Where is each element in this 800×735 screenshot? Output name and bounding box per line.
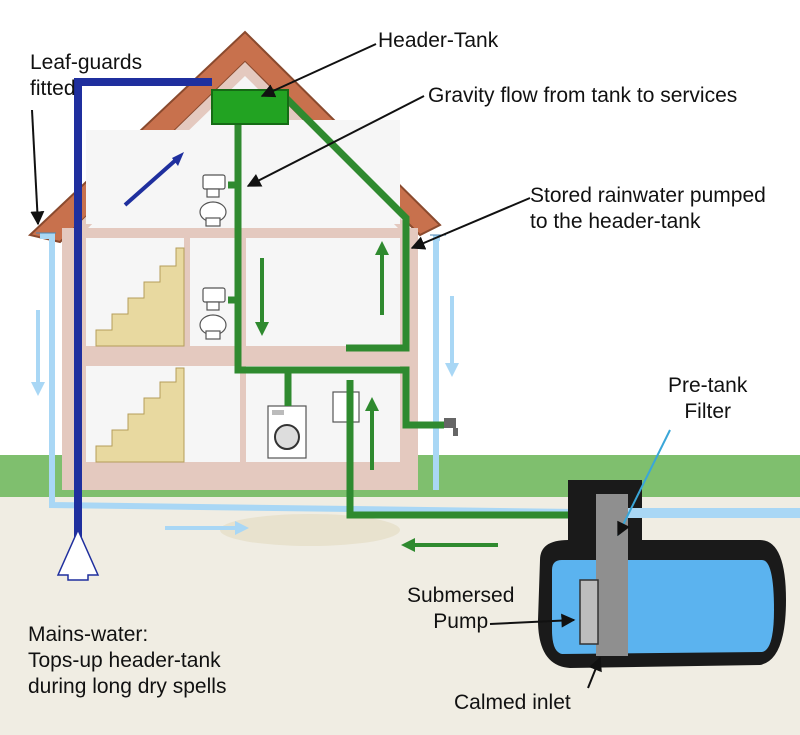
ground-patch	[220, 514, 400, 546]
submersed-pump	[580, 580, 598, 644]
label-gravity-flow: Gravity flow from tank to services	[428, 83, 737, 109]
label-calmed-inlet: Calmed inlet	[454, 690, 571, 716]
label-leaf-guards: Leaf-guards fitted	[30, 50, 142, 102]
floor-slab	[62, 462, 418, 490]
inlet-pipe	[628, 508, 800, 518]
header-tank	[212, 90, 288, 124]
pump-control-box	[333, 392, 359, 422]
label-mains-water: Mains-water: Tops-up header-tank during …	[28, 622, 226, 700]
pre-tank-filter	[596, 494, 628, 656]
label-submersed-pump: Submersed Pump	[407, 583, 514, 635]
washing-machine-icon	[268, 406, 306, 458]
label-header-tank: Header-Tank	[378, 28, 498, 54]
label-stored-rainwater: Stored rainwater pumped to the header-ta…	[530, 183, 766, 235]
label-pre-tank-filter: Pre-tank Filter	[668, 373, 747, 425]
